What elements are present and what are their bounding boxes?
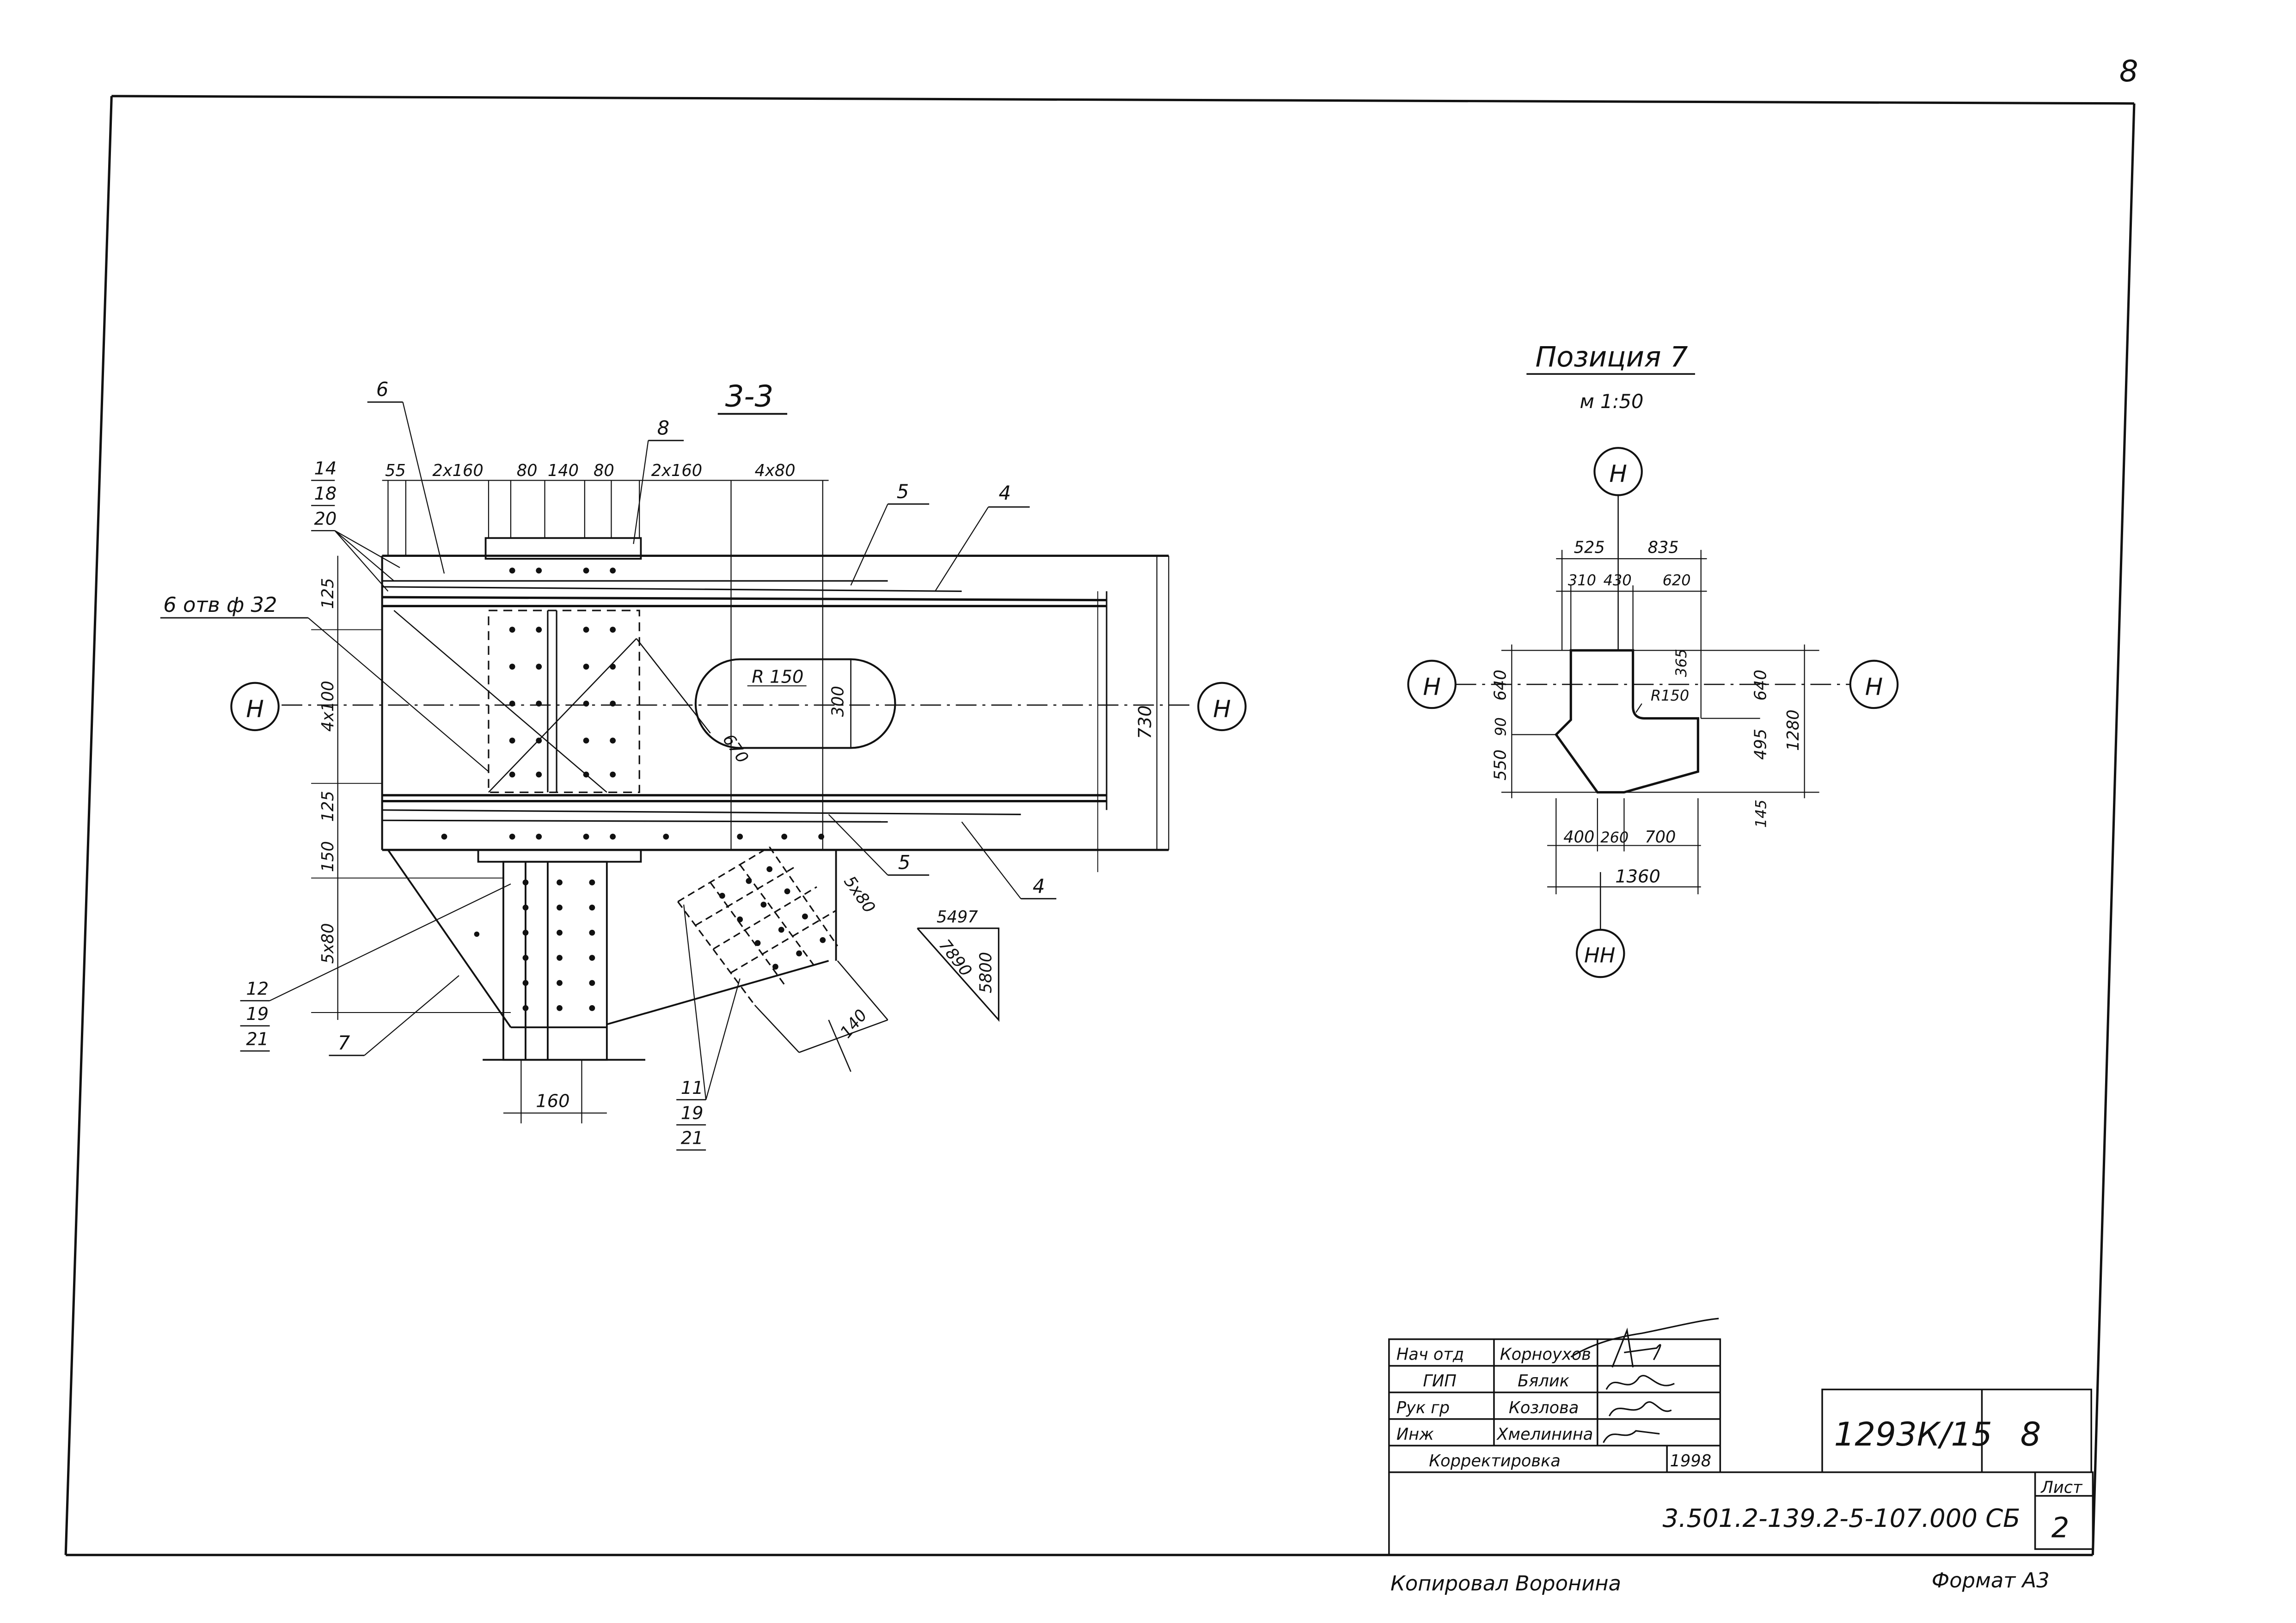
dim-125-top: 125 (318, 578, 337, 609)
sheet-number: 2 (2051, 1512, 2069, 1544)
callout-6: 6 (376, 378, 388, 401)
correction-label: Корректировка (1429, 1452, 1561, 1470)
pos-axis-right: Н (1865, 673, 1883, 701)
callout-5-bottom: 5 (898, 851, 910, 874)
svg-text:Рук гр: Рук гр (1396, 1398, 1450, 1417)
pos-dim-1280: 1280 (1784, 709, 1803, 751)
dim-730: 730 (1135, 705, 1156, 739)
axis-bubble-left: Н (246, 696, 263, 723)
pos-dim-310: 310 (1568, 572, 1596, 589)
svg-text:14: 14 (314, 458, 337, 479)
svg-text:21: 21 (246, 1029, 269, 1049)
svg-text:18: 18 (314, 483, 337, 504)
dim-2x160-left: 2x160 (432, 461, 483, 480)
page-number: 8 (2119, 55, 2138, 89)
dim-r150-oval: R 150 (752, 667, 803, 688)
pos-dim-145: 145 (1752, 799, 1769, 828)
svg-text:Бялик: Бялик (1518, 1372, 1569, 1391)
pos-dim-430: 430 (1604, 572, 1632, 589)
dim-2x160-right: 2x160 (651, 461, 702, 480)
callout-stack-left: 12 19 21 (240, 883, 511, 1052)
axis-bubble-right: Н (1213, 696, 1231, 723)
section-title: 3-3 (725, 380, 773, 414)
section-top-dims (382, 480, 1169, 850)
gusset-plate (488, 610, 640, 793)
pos-dim-365: 365 (1672, 649, 1690, 677)
pos-dim-640-right: 640 (1751, 670, 1770, 701)
archive-code: 1293К/15 (1834, 1416, 1992, 1453)
pos-dim-260: 260 (1600, 829, 1629, 846)
doc-code: 3.501.2-139.2-5-107.000 СБ (1663, 1504, 2020, 1533)
pos-dim-1360: 1360 (1615, 866, 1660, 887)
lower-bracket (387, 849, 837, 1061)
position-scale: м 1:50 (1580, 390, 1643, 413)
pos-dim-495: 495 (1751, 729, 1770, 760)
callout-4-bottom: 4 (1033, 875, 1045, 897)
title-block: Нач отд Корноухов ГИП Бялик Рук гр Козло… (1388, 1318, 2094, 1555)
pos-dim-835: 835 (1648, 538, 1679, 557)
signatures (1570, 1318, 1719, 1443)
dim-125-bottom: 125 (318, 791, 337, 822)
svg-text:Корноухов: Корноухов (1500, 1345, 1591, 1364)
dim-80-right: 80 (594, 461, 614, 480)
svg-text:Козлова: Козлова (1509, 1398, 1579, 1417)
sheet-frame (64, 95, 2136, 1556)
callout-8: 8 (657, 416, 669, 439)
dim-150: 150 (318, 841, 337, 872)
callout-4-top: 4 (998, 482, 1010, 504)
pos-dim-640-left: 640 (1491, 670, 1510, 701)
pos-dim-90: 90 (1492, 717, 1510, 736)
dim-140: 140 (548, 461, 579, 480)
archive-page: 8 (2020, 1416, 2041, 1453)
svg-text:20: 20 (314, 508, 337, 529)
slope-side: 5800 (976, 952, 995, 994)
holes-label: 6 отв ф 32 (163, 592, 277, 617)
svg-text:19: 19 (246, 1004, 269, 1025)
pos-dim-525: 525 (1574, 538, 1605, 557)
pos-dim-550: 550 (1491, 750, 1510, 781)
dim-80-left: 80 (517, 461, 538, 480)
callout-5-top: 5 (897, 480, 909, 503)
pos-dim-700: 700 (1645, 828, 1676, 847)
svg-text:19: 19 (681, 1103, 704, 1123)
callout-stack-top: 14 18 20 (311, 458, 400, 592)
position-7: Позиция 7 м 1:50 Н Н Н НН (1407, 341, 1899, 978)
dim-55: 55 (385, 461, 406, 480)
strut-bolts (719, 866, 826, 970)
svg-text:11: 11 (681, 1078, 704, 1098)
pos-dim-r150: R150 (1651, 687, 1689, 704)
svg-text:Нач отд: Нач отд (1396, 1345, 1464, 1364)
svg-text:21: 21 (681, 1128, 704, 1149)
pos-dim-620: 620 (1663, 572, 1691, 589)
slope-top: 5497 (937, 908, 978, 927)
pos-dim-400: 400 (1563, 828, 1594, 847)
pos-axis-bottom: НН (1584, 943, 1615, 967)
pos-axis-top: Н (1609, 461, 1627, 488)
beam-bottom-flange (382, 794, 1169, 851)
dim-4x100: 4x100 (318, 681, 337, 732)
copied-by: Копировал Воронина (1390, 1571, 1621, 1596)
svg-text:Хмелинина: Хмелинина (1496, 1425, 1593, 1444)
top-plate (484, 537, 642, 560)
correction-year: 1998 (1670, 1452, 1712, 1470)
dim-160: 160 (536, 1091, 569, 1112)
svg-text:Инж: Инж (1396, 1425, 1434, 1444)
format-label: Формат А3 (1932, 1568, 2050, 1592)
callout-stack-bottom: 11 19 21 (676, 904, 741, 1151)
pos-axis-left: Н (1423, 673, 1440, 701)
svg-text:ГИП: ГИП (1423, 1372, 1456, 1391)
svg-text:12: 12 (246, 979, 269, 1000)
dim-4x80: 4x80 (755, 461, 796, 480)
callout-7: 7 (338, 1031, 350, 1054)
dim-5x80-left: 5x80 (318, 923, 337, 964)
section-3-3: 3-3 (160, 378, 1247, 1151)
sheet-label: Лист (2040, 1478, 2083, 1497)
signature-rows: Нач отд Корноухов ГИП Бялик Рук гр Козло… (1396, 1345, 1593, 1444)
bracket-bolts (474, 879, 595, 1011)
position-title: Позиция 7 (1536, 341, 1688, 373)
diagonal-strut (677, 846, 839, 1006)
beam-top-flange (382, 555, 1169, 607)
dim-300: 300 (829, 686, 848, 717)
